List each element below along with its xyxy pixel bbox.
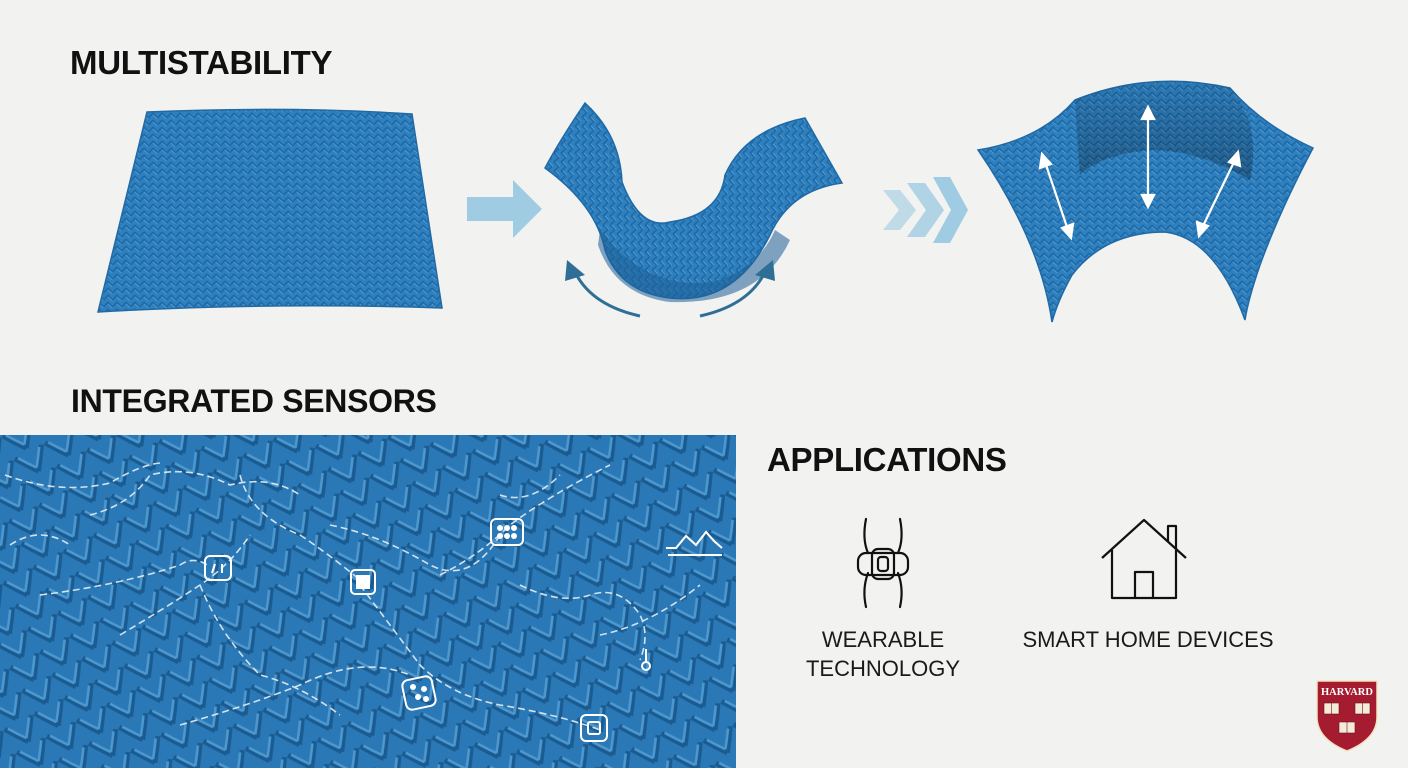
chevrons-icon: [883, 177, 968, 243]
sensor-chips: [204, 518, 723, 742]
applications-heading: APPLICATIONS: [767, 441, 1007, 478]
wearable-label-line1: WEARABLE: [821, 627, 945, 652]
waveform-icon: [666, 530, 723, 556]
conductive-threads: [4, 462, 701, 731]
harvard-logo-text: HARVARD: [1321, 687, 1373, 698]
sensor-chip-icon: [350, 569, 376, 595]
integrated-sensors-heading: INTEGRATED SENSORS: [71, 383, 437, 419]
sensor-chip-icon: [490, 518, 524, 546]
sensor-chip-icon: [580, 714, 608, 742]
sensor-chip-icon: [204, 555, 232, 581]
wearable-technology-label: WEARABLE TECHNOLOGY: [783, 625, 983, 683]
smart-home-devices-label: SMART HOME DEVICES: [1022, 627, 1274, 652]
transition-arrow-icon: [467, 180, 542, 238]
curved-arrow-left-head: [565, 260, 585, 281]
saddle-fabric: [976, 80, 1315, 323]
bent-fabric: [544, 101, 844, 303]
house-icon: [1101, 518, 1187, 600]
sensor-chip-icon: [401, 675, 437, 711]
fabric-stage-diagram: [97, 80, 1315, 323]
multistability-heading: MULTISTABILITY: [70, 44, 333, 81]
flat-fabric: [97, 108, 443, 313]
thermometer-icon: [641, 649, 651, 671]
curved-arrow-right-head: [755, 260, 775, 281]
sensor-fabric-closeup: [0, 435, 736, 768]
wearable-band-icon: [856, 517, 910, 609]
wearable-label-line2: TECHNOLOGY: [805, 656, 961, 681]
harvard-shield-logo: HARVARD: [1316, 680, 1378, 752]
